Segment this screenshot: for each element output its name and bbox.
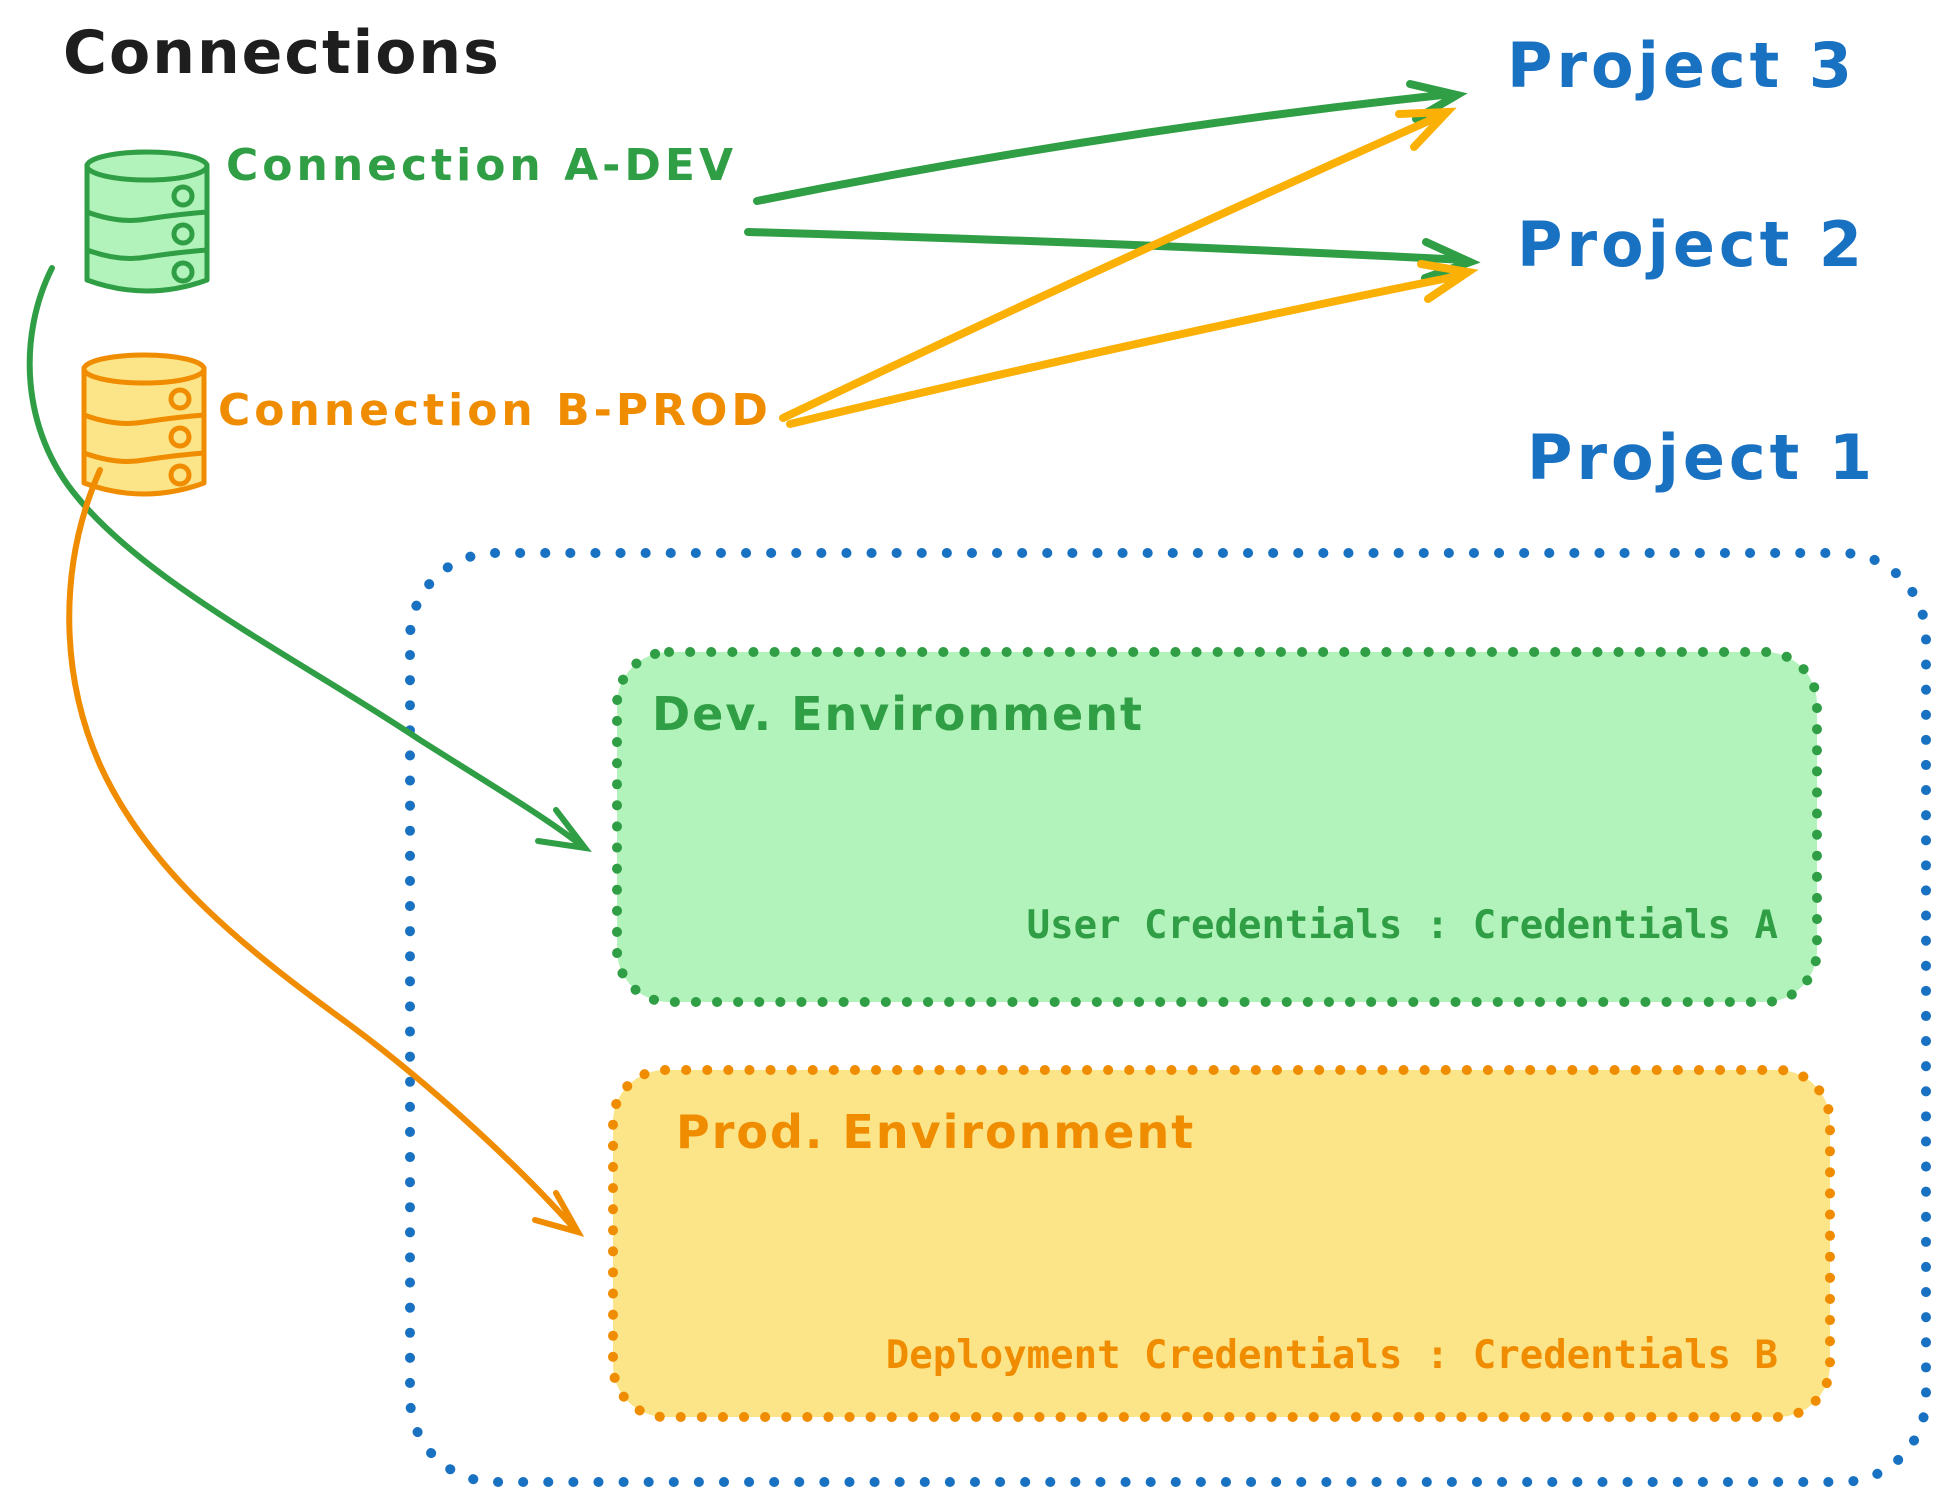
- prod-environment-title: Prod. Environment: [676, 1105, 1196, 1159]
- db-a-top: [84, 149, 210, 183]
- arrow-adev-to-project2: [744, 228, 1481, 282]
- arrowhead: [535, 807, 592, 853]
- arrow-curve: [66, 467, 575, 1229]
- db-b-divider-1: [81, 412, 207, 426]
- dev-environment-title: Dev. Environment: [652, 687, 1144, 741]
- db-a-light-1: [171, 184, 195, 208]
- arrowhead: [1417, 260, 1479, 303]
- project-1-label: Project 1: [1527, 421, 1877, 494]
- db-a-divider-2: [84, 247, 210, 261]
- connection-b-prod-label: Connection B-PROD: [218, 385, 772, 436]
- prod-environment-credentials: Deployment Credentials : Credentials B: [885, 1333, 1778, 1378]
- arrow-line: [753, 90, 1456, 205]
- db-b-light-1: [168, 387, 192, 411]
- arrow-bprod-to-project2: [786, 260, 1479, 428]
- database-icon-b-prod: [81, 352, 207, 497]
- dev-environment-credentials: User Credentials : Credentials A: [1026, 903, 1778, 948]
- db-a-divider-1: [84, 209, 210, 223]
- db-a-light-2: [171, 222, 195, 246]
- db-b-top: [81, 352, 207, 386]
- project-1-container: [405, 548, 1931, 1487]
- prod-environment-box: [608, 1065, 1835, 1422]
- arrow-bprod-to-project3: [779, 107, 1457, 422]
- database-icon-a-dev: [84, 149, 210, 294]
- db-b-divider-2: [81, 450, 207, 464]
- arrow-line: [744, 228, 1469, 264]
- db-b-light-3: [168, 463, 192, 487]
- dev-environment-box: [612, 647, 1822, 1007]
- arrowhead: [1421, 238, 1481, 282]
- arrow-adev-to-project3: [753, 80, 1468, 205]
- connections-title: Connections: [63, 18, 501, 88]
- arrowhead: [1395, 107, 1457, 151]
- connection-a-dev-label: Connection A-DEV: [226, 140, 738, 191]
- arrow-adev-to-dev-environment: [26, 265, 592, 853]
- db-b-light-2: [168, 425, 192, 449]
- arrowhead: [532, 1190, 585, 1237]
- project-2-label: Project 2: [1517, 208, 1867, 281]
- arrow-line: [779, 111, 1446, 422]
- arrow-curve: [26, 265, 581, 846]
- arrow-line: [786, 271, 1467, 428]
- project-3-label: Project 3: [1507, 29, 1857, 102]
- arrow-bprod-to-prod-environment: [66, 467, 585, 1237]
- db-a-light-3: [171, 260, 195, 284]
